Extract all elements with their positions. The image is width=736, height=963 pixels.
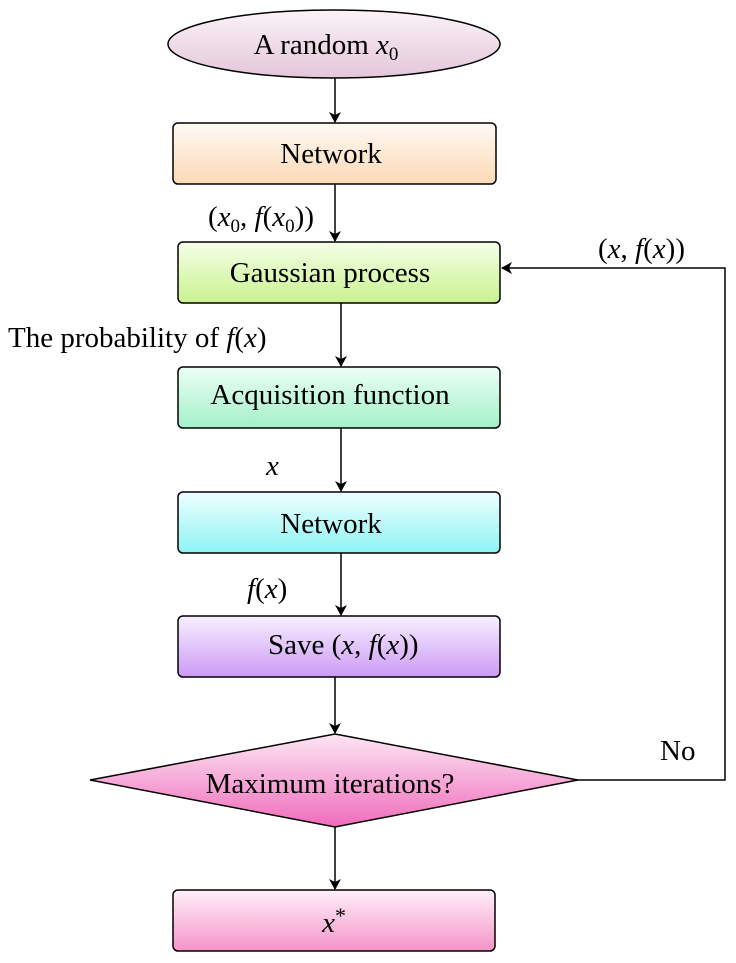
edge-label-x0-fx0: (x0, f(x0)): [208, 201, 314, 237]
edge-label-x: x: [265, 450, 279, 482]
node-decision-max-iterations: Maximum iterations?: [89, 733, 579, 828]
node-result-x-star: x*: [172, 889, 496, 952]
node-network-1: Network: [172, 122, 497, 185]
edge-label-loop-x-fx: (x, f(x)): [598, 233, 685, 265]
node-start: A random x0: [167, 9, 501, 79]
result-label: x*: [321, 903, 346, 939]
network-1-label: Network: [280, 138, 382, 170]
start-label: A random x0: [254, 29, 399, 65]
edge-loop-no: [501, 262, 726, 781]
node-network-2: Network: [177, 491, 501, 554]
acquisition-function-label: Acquisition function: [210, 379, 450, 411]
decision-label: Maximum iterations?: [206, 768, 455, 800]
edge-label-fx: f(x): [247, 573, 287, 605]
edge-label-probability: The probability of f(x): [8, 322, 267, 354]
node-save: Save (x, f(x)): [177, 615, 501, 678]
save-label: Save (x, f(x)): [268, 629, 419, 661]
edge-label-no: No: [660, 735, 695, 767]
network-2-label: Network: [280, 508, 382, 540]
gaussian-process-label: Gaussian process: [230, 257, 431, 289]
node-gaussian-process: Gaussian process: [177, 241, 501, 304]
node-acquisition-function: Acquisition function: [177, 366, 501, 429]
